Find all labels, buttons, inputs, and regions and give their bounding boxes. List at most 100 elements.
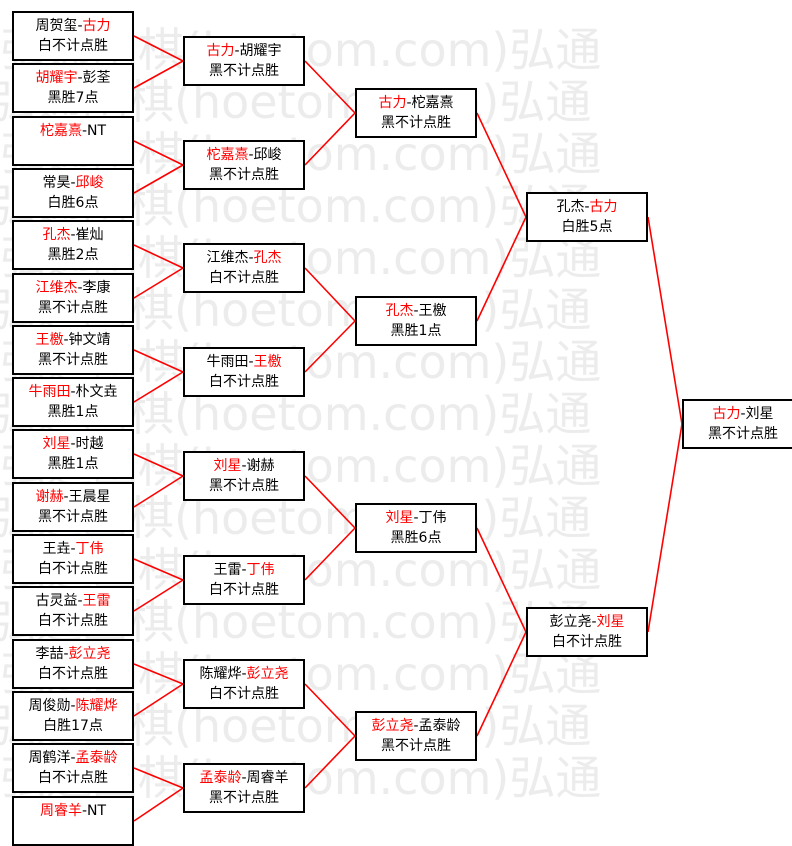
player-name: 常昊 xyxy=(42,175,71,191)
player-name: 李康 xyxy=(82,280,111,296)
bracket-connector-line xyxy=(133,558,184,581)
player-name: 古力 xyxy=(378,95,407,111)
bracket-connector-line xyxy=(133,683,184,717)
player-name: 丁伟 xyxy=(246,562,275,578)
player-separator: - xyxy=(77,18,83,34)
match-result: 黑不计点胜 xyxy=(38,509,108,525)
player-separator: - xyxy=(70,175,76,191)
player-name: 朴文垚 xyxy=(75,384,118,400)
player-name: 彭立尧 xyxy=(68,646,111,662)
bracket-connector-line xyxy=(133,349,184,373)
match-result: 黑不计点胜 xyxy=(708,426,778,442)
player-name: 陈耀烨 xyxy=(199,666,242,682)
bracket-connector-line xyxy=(476,216,527,322)
player-name: 邱峻 xyxy=(253,147,282,163)
bracket-connector-line xyxy=(133,787,184,822)
match-result: 白胜6点 xyxy=(47,195,99,211)
bracket-connector-line xyxy=(133,35,184,62)
round2-match-box: 古力-胡耀宇黑不计点胜 xyxy=(183,36,305,86)
bracket-connector-line xyxy=(476,112,527,218)
match-players: 王垚-丁伟 xyxy=(14,539,132,559)
match-players: 刘星-时越 xyxy=(14,434,132,454)
round1-match-box: 王檄-钟文靖黑不计点胜 xyxy=(12,325,134,375)
player-name: 孟泰龄 xyxy=(418,718,461,734)
bracket-connector-line xyxy=(476,631,527,737)
round2-match-box: 王雷-丁伟白不计点胜 xyxy=(183,555,305,605)
player-name: 王雷 xyxy=(82,593,111,609)
player-name: 时越 xyxy=(75,436,104,452)
player-name: 孔杰 xyxy=(253,250,282,266)
match-result: 黑胜7点 xyxy=(47,90,99,106)
player-name: 王雷 xyxy=(213,562,242,578)
player-separator: - xyxy=(413,510,419,526)
player-name: NT xyxy=(87,123,107,139)
round1-match-box: 周贺玺-古力白不计点胜 xyxy=(12,11,134,61)
player-name: 周俊勋 xyxy=(28,698,71,714)
player-name: 古力 xyxy=(206,43,235,59)
player-separator: - xyxy=(241,770,247,786)
player-separator: - xyxy=(70,698,76,714)
player-name: 古力 xyxy=(712,406,741,422)
match-players: 刘星-丁伟 xyxy=(357,508,475,528)
match-players: 牛雨田-王檄 xyxy=(185,352,303,372)
round1-match-box: 常昊-邱峻白胜6点 xyxy=(12,168,134,218)
player-name: 柁嘉熹 xyxy=(206,147,249,163)
bracket-connector-line xyxy=(304,527,356,581)
player-separator: - xyxy=(241,666,247,682)
player-name: 江维杰 xyxy=(35,280,78,296)
player-name: 孟泰龄 xyxy=(199,770,242,786)
match-result: 黑胜1点 xyxy=(390,323,442,339)
bracket-connector-line xyxy=(647,423,683,633)
player-name: 古灵益 xyxy=(35,593,78,609)
bracket-connector-line xyxy=(304,112,356,166)
match-result: 白不计点胜 xyxy=(209,270,279,286)
player-separator: - xyxy=(248,354,254,370)
player-separator: - xyxy=(413,718,419,734)
player-separator: - xyxy=(63,646,69,662)
match-players: 孟泰龄-周睿羊 xyxy=(185,768,303,788)
match-players: 王雷-丁伟 xyxy=(185,560,303,580)
bracket-connector-line xyxy=(304,475,356,529)
player-separator: - xyxy=(234,43,240,59)
player-name: 刘星 xyxy=(213,458,242,474)
round2-match-box: 江维杰-孔杰白不计点胜 xyxy=(183,243,305,293)
match-result: 黑胜1点 xyxy=(47,456,99,472)
player-name: 丁伟 xyxy=(75,541,104,557)
bracket-connector-line xyxy=(133,244,184,269)
player-name: 胡耀宇 xyxy=(35,70,78,86)
match-players: 古力-胡耀宇 xyxy=(185,41,303,61)
bracket-connector-line xyxy=(476,527,527,633)
match-result: 白不计点胜 xyxy=(209,374,279,390)
player-name: 钟文靖 xyxy=(68,332,111,348)
player-separator: - xyxy=(63,332,69,348)
player-name: 王垚 xyxy=(42,541,71,557)
bracket-connector-line xyxy=(304,267,356,322)
match-result: 白不计点胜 xyxy=(38,613,108,629)
match-result: 白不计点胜 xyxy=(552,634,622,650)
final-match-box: 古力-刘星黑不计点胜 xyxy=(682,399,792,449)
bracket-connector-line xyxy=(133,140,184,166)
player-name: 牛雨田 xyxy=(28,384,71,400)
player-separator: - xyxy=(413,303,419,319)
match-result: 黑不计点胜 xyxy=(381,738,451,754)
bracket-connector-line xyxy=(304,320,356,373)
match-players: 胡耀宇-彭荃 xyxy=(14,68,132,88)
player-name: 王檄 xyxy=(253,354,282,370)
round1-match-box: 古灵益-王雷白不计点胜 xyxy=(12,586,134,636)
match-players: 柁嘉熹-NT xyxy=(14,121,132,141)
player-name: NT xyxy=(87,803,107,819)
player-separator: - xyxy=(77,593,83,609)
player-name: 孔杰 xyxy=(556,199,585,215)
match-result: 白不计点胜 xyxy=(38,561,108,577)
player-separator: - xyxy=(584,199,590,215)
match-players: 古灵益-王雷 xyxy=(14,591,132,611)
player-name: 刘星 xyxy=(745,406,774,422)
player-separator: - xyxy=(591,614,597,630)
bracket-connector-line xyxy=(647,216,683,425)
round2-match-box: 陈耀烨-彭立尧白不计点胜 xyxy=(183,659,305,709)
player-name: 周睿羊 xyxy=(39,803,82,819)
match-result: 白不计点胜 xyxy=(38,666,108,682)
match-players: 彭立尧-孟泰龄 xyxy=(357,716,475,736)
match-players: 江维杰-李康 xyxy=(14,278,132,298)
player-name: 彭立尧 xyxy=(549,614,592,630)
